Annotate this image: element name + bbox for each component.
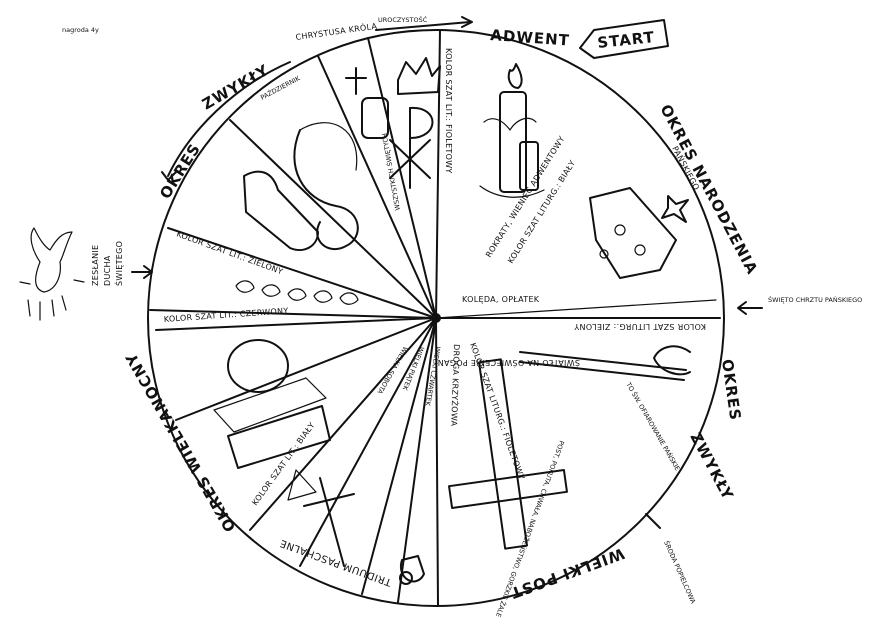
chrzest-arrowhead — [737, 301, 747, 315]
start-banner — [579, 19, 669, 59]
christmas-tree-icon — [589, 187, 689, 279]
wheel-rim — [147, 29, 725, 607]
zwykly-left-kolor-label: KOLOR SZAT LIT.: ZIELONY — [175, 229, 284, 276]
zeslanie-group: ZESŁANIE DUCHA ŚWIĘTEGO — [19, 227, 153, 321]
okres-zwykly-right-a: OKRES — [718, 358, 744, 422]
corner-note: nagroda 4y — [62, 26, 99, 34]
crown-icon — [397, 57, 441, 95]
okres-wielkanocny-label: OKRES WIELKANOCNY — [122, 349, 240, 535]
presentation-candle-icon — [519, 345, 691, 381]
uroczystosc-label: UROCZYSTOŚĆ — [378, 15, 428, 24]
chi-rho-icon — [389, 106, 434, 189]
wielkanoc-kolor-label: KOLOR SZAT LIT.: CZERWONY — [164, 306, 289, 324]
zwykly-top-arc — [167, 61, 291, 177]
adwent-label: ADWENT — [490, 26, 571, 50]
wheel-spokes — [149, 29, 721, 607]
zwykly-right-kolor-label: KOLOR SZAT LITURG.: ZIELONY — [574, 322, 706, 331]
koleda-label: KOLĘDA, OPŁATEK — [462, 295, 540, 304]
chrzest-label: ŚWIĘTO CHRZTU PAŃSKIEGO — [768, 295, 862, 304]
top-labels: CHRYSTUSA KRÓLA UROCZYSTOŚĆ ADWENT START — [295, 15, 669, 59]
start-label: START — [597, 28, 656, 52]
okres-zwykly-right-b: ZWYKŁY — [686, 429, 737, 503]
sroda-arrow — [645, 513, 661, 529]
dove-icon — [19, 227, 85, 321]
outer-labels: OKRES ZWYKŁY OKRES NARODZENIA PAŃSKIEGO … — [19, 61, 862, 605]
zeslanie-b: DUCHA — [103, 255, 112, 286]
triduum-label: TRIDUUM PASCHALNE — [278, 537, 394, 588]
droga-label: DROGA KRZYŻOWA — [449, 344, 462, 427]
wheel — [147, 29, 725, 607]
sroda-label: ŚRODA POPIELCOWA — [662, 539, 698, 605]
lantern-icon — [345, 67, 389, 139]
swiatlo-label: ŚWIATŁO NA OŚWIECENIE POGAN — [437, 358, 580, 369]
illustrations — [213, 57, 691, 585]
shoe-icon — [243, 170, 319, 251]
candle-icon — [479, 63, 545, 198]
krol-arrowhead — [461, 16, 473, 28]
cross-icon — [448, 358, 568, 550]
okres-zwykly-top-a: OKRES — [156, 140, 204, 202]
okres-zwykly-top-b: ZWYKŁY — [199, 61, 272, 114]
ofiarowanie-label: TO ŚW. OFIAROWANIE PAŃSKIE — [624, 380, 683, 473]
zeslanie-a: ZESŁANIE — [91, 245, 100, 286]
triduum-cross-icon — [287, 469, 425, 585]
adwent-kolor-label: KOLOR SZAT LIT.: FIOLETOWY — [444, 48, 453, 174]
zeslanie-arrowhead — [143, 265, 153, 279]
krol-arrow — [375, 21, 471, 31]
easter-tomb-icon — [213, 339, 331, 469]
zwykly-top-arrowhead — [161, 171, 177, 181]
okres-narodzenia-a: OKRES NARODZENIA — [656, 101, 761, 277]
rosary-icon — [293, 122, 359, 251]
zeslanie-c: ŚWIĘTEGO — [113, 241, 124, 286]
clouds-icon — [235, 280, 359, 305]
